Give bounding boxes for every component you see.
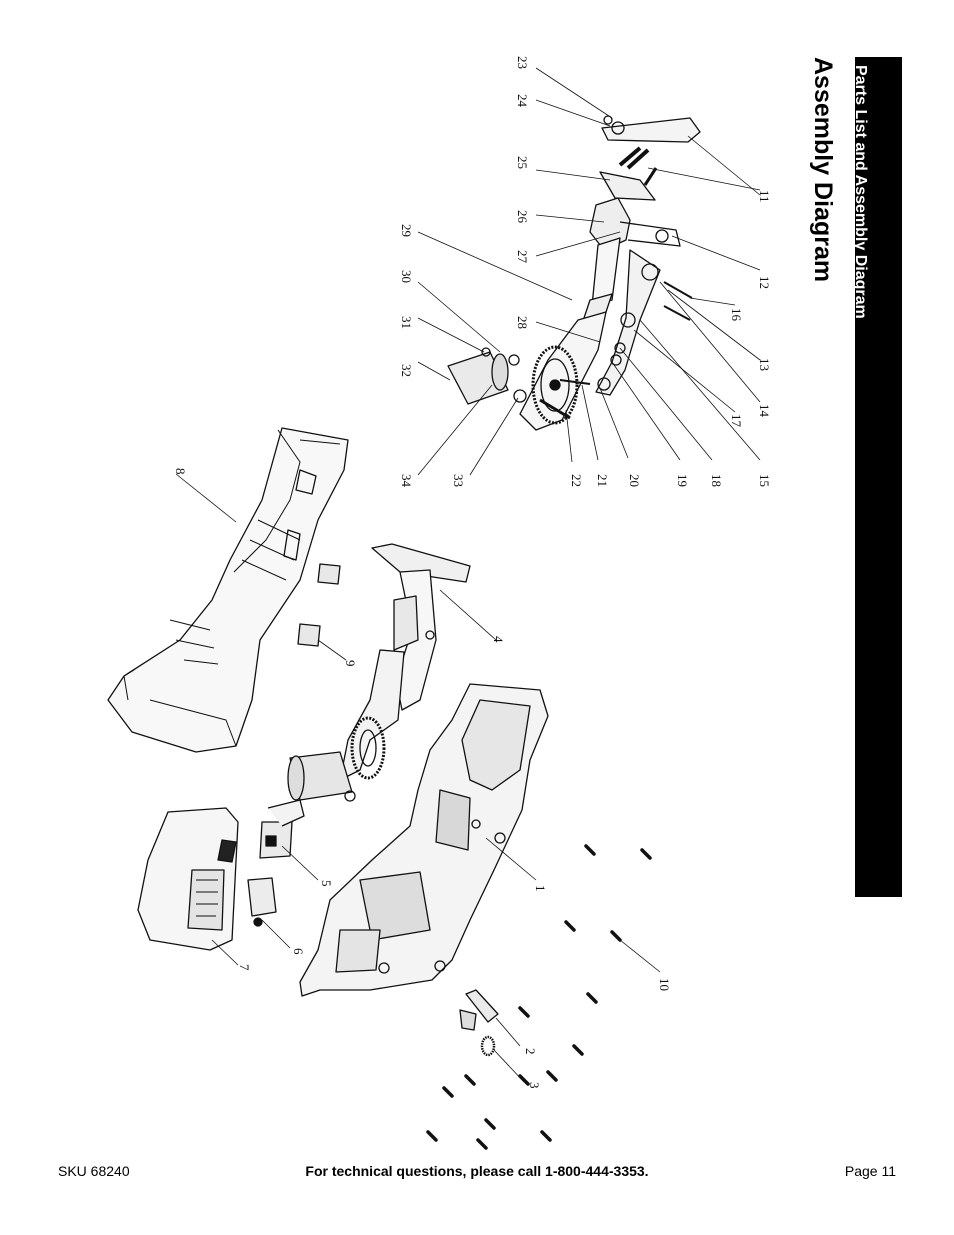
callout-14: 14: [757, 404, 772, 418]
callout-7: 7: [237, 964, 252, 971]
guide-rod: [595, 249, 693, 396]
callout-9: 9: [343, 660, 358, 667]
motor-top: [447, 347, 527, 405]
callout-20: 20: [627, 474, 642, 487]
clamp-screws: [618, 146, 658, 186]
callout-26: 26: [515, 210, 530, 224]
lever-spring: [480, 1035, 496, 1057]
section-tab: [855, 57, 902, 897]
page-number: Page 11: [844, 1163, 896, 1179]
page-footer: SKU 68240 For technical questions, pleas…: [0, 1163, 954, 1185]
rubber-pads: [297, 563, 341, 647]
callout-4: 4: [491, 636, 506, 643]
callout-29: 29: [399, 224, 414, 237]
forward-reverse-switch: [247, 877, 277, 927]
callout-6: 6: [291, 948, 306, 955]
callout-16: 16: [729, 308, 744, 322]
callout-22: 22: [569, 474, 584, 487]
gear-pins: [539, 379, 591, 420]
callout-18: 18: [709, 474, 724, 487]
large-gear: [531, 345, 579, 425]
callout-1: 1: [533, 885, 548, 892]
callout-27: 27: [515, 250, 530, 264]
rubber-grip-housing: [107, 427, 349, 753]
callout-12: 12: [757, 276, 772, 289]
callout-33: 33: [451, 474, 466, 487]
callout-28: 28: [515, 316, 530, 329]
callout-11: 11: [757, 190, 772, 203]
main-housing: [299, 683, 549, 997]
callout-34: 34: [399, 474, 414, 488]
callout-15: 15: [757, 474, 772, 487]
sku-label: SKU 68240: [58, 1163, 130, 1179]
callout-23: 23: [515, 56, 530, 69]
callout-24: 24: [515, 94, 530, 108]
callout-13: 13: [757, 358, 772, 371]
blade-release-lever: [459, 989, 499, 1031]
callout-8: 8: [173, 468, 188, 475]
clamp-bracket: [599, 171, 656, 201]
blade-clamp-plate: [601, 115, 701, 143]
callout-32: 32: [399, 364, 414, 377]
battery-pack: [137, 807, 239, 951]
housing-screws: [426, 844, 652, 1150]
tech-support-line: For technical questions, please call 1-8…: [305, 1163, 649, 1179]
callout-10: 10: [657, 978, 672, 991]
callout-17: 17: [729, 414, 744, 428]
callout-19: 19: [675, 474, 690, 487]
callout-2: 2: [523, 1048, 538, 1055]
callout-5: 5: [319, 880, 334, 887]
callout-3: 3: [527, 1082, 542, 1089]
callout-25: 25: [515, 156, 530, 169]
trigger-switch: [259, 799, 305, 859]
callout-30: 30: [399, 270, 414, 283]
callout-21: 21: [595, 474, 610, 487]
mechanism-assembly: [287, 543, 471, 802]
callout-31: 31: [399, 316, 414, 329]
